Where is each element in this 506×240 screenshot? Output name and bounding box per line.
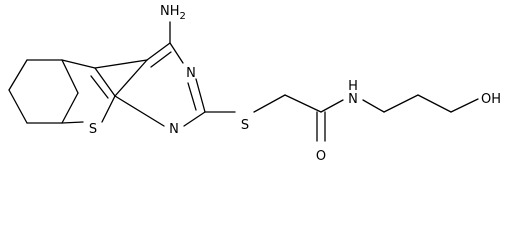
bond-pyrimidine-3 [169,42,184,64]
pyrimidine-nitrogen-lower-label: N [169,122,179,137]
amide-nitrogen-label: N [348,92,358,107]
hydroxyl-label: OH [481,92,501,107]
bond-pyrimidine-4-double [187,82,197,111]
bond-propyl-3 [450,98,479,113]
bond-ch2-carbonyl [284,94,322,113]
bond-thiophene-1 [61,59,96,69]
bond-pyrimidine-2-double [150,51,172,68]
bond-pyrimidine-6 [114,95,165,127]
bond-carbonyl-nh [320,99,344,113]
bond-cyclohexane-3 [8,89,28,124]
atom-labels: NH2 N N S S O N H OH [89,4,501,164]
bond-s-ch2 [253,94,286,113]
bond-thiophene-4 [61,121,84,124]
structure-svg: NH2 N N S S O N H OH [8,4,501,164]
thioether-sulfur-label: S [241,118,249,133]
bond-thiophene-3 [101,95,116,123]
bond-thiophene-2 [94,67,116,97]
molecule-diagram: NH2 N N S S O N H OH [8,4,502,164]
bond-thiophene-2-double [90,75,109,99]
bond-pyrimidine-7 [114,59,148,97]
bond-propyl-2 [417,94,452,113]
thiophene-sulfur-label: S [89,122,97,137]
bond-propyl-1 [383,94,419,113]
bond-pyrimidine-5 [183,111,206,127]
bond-pyrimidine-4 [195,78,206,113]
bond-cyclohexane-2 [8,59,28,91]
bond-fused-c-c-2 [61,59,79,94]
pyrimidine-nitrogen-upper-label: N [186,66,196,81]
bond-pyrimidine-1 [94,59,148,69]
bond-fused-c-c [61,92,79,124]
carbonyl-oxygen-label: O [316,149,326,164]
amino-group-label: NH2 [160,4,186,22]
amide-hydrogen-label: H [348,79,358,94]
bond-pyrimidine-2 [146,42,171,61]
bond-nh-ch2 [362,99,385,113]
bond-lines [8,21,479,142]
